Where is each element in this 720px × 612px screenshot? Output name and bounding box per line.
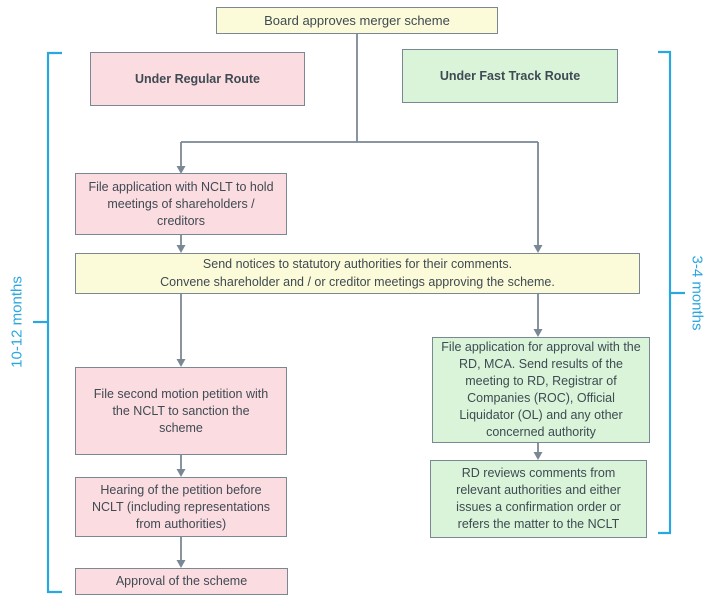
left-duration-bracket — [46, 51, 62, 594]
fast-track-step-rd-reviews: RD reviews comments from relevant author… — [430, 460, 647, 538]
arrowhead-left-branch — [176, 166, 186, 174]
arrowhead-right-branch — [533, 245, 543, 253]
arrowhead-shared-r2 — [176, 359, 186, 367]
fast-track-route-header: Under Fast Track Route — [402, 49, 618, 103]
shared-step-line1: Send notices to statutory authorities fo… — [202, 257, 513, 271]
arrowhead-shared-f1 — [533, 329, 543, 337]
arrowhead-f1-f2 — [533, 452, 543, 460]
right-duration-bracket — [658, 50, 672, 535]
arrowhead-r2-r3 — [176, 469, 186, 477]
shared-step-send-notices: Send notices to statutory authorities fo… — [75, 253, 640, 294]
regular-route-header: Under Regular Route — [90, 52, 305, 106]
arrowhead-r3-r4 — [176, 560, 186, 568]
regular-step-approval-scheme: Approval of the scheme — [75, 568, 288, 595]
fast-track-step-file-application-rd: File application for approval with the R… — [432, 337, 650, 443]
arrowhead-r1-shared — [176, 245, 186, 253]
shared-step-line2: Convene shareholder and / or creditor me… — [160, 274, 555, 289]
left-duration-label: 10-12 months — [8, 276, 26, 368]
title-node-board-approves: Board approves merger scheme — [216, 7, 498, 34]
regular-step-hearing-petition: Hearing of the petition before NCLT (inc… — [75, 477, 287, 537]
right-duration-label: 3-4 months — [688, 255, 706, 331]
regular-step-file-application-nclt: File application with NCLT to hold meeti… — [75, 173, 287, 235]
regular-step-second-motion-petition: File second motion petition with the NCL… — [75, 367, 287, 455]
